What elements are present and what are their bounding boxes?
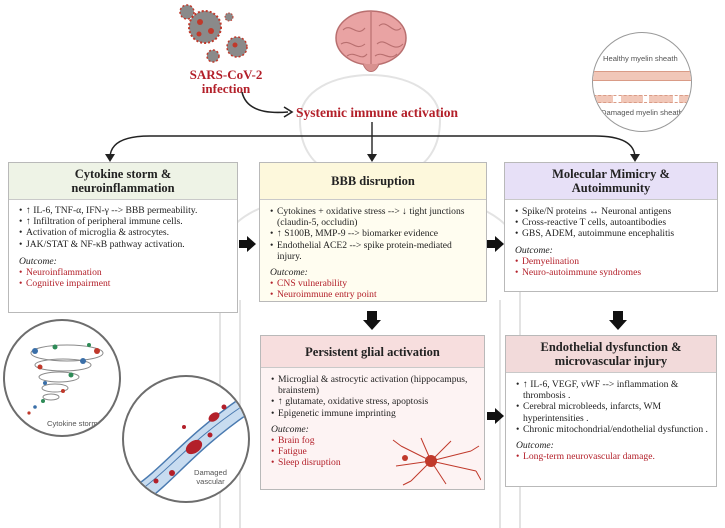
molecular-mimicry-title: Molecular Mimicry &Autoimmunity (505, 163, 717, 200)
outcome-label: Outcome: (515, 244, 553, 256)
glial-activation-title: Persistent glial activation (261, 336, 484, 368)
outcome-label: Outcome: (271, 423, 309, 435)
central-title: Systemic immune activation (296, 105, 458, 120)
outcome-label: Outcome: (19, 255, 57, 267)
bbb-disruption-box: BBB disruption Cytokines + oxidative str… (259, 162, 487, 302)
endothelial-dysfunction-title: Endothelial dysfunction &microvascular i… (506, 336, 716, 373)
damaged-vascular-label: Damaged vascular (194, 468, 227, 486)
list-item: ↑ Infiltration of peripheral immune cell… (19, 216, 229, 227)
cytokine-storm-label: Cytokine storm (47, 419, 98, 428)
list-item: GBS, ADEM, autoimmune encephalitis (515, 228, 709, 239)
outcome-item: Demyelination (515, 256, 709, 267)
outcome-label: Outcome: (516, 440, 554, 452)
brain-icon (335, 10, 407, 72)
list-item: Microglial & astrocytic activation (hipp… (271, 374, 476, 396)
endothelial-dysfunction-box: Endothelial dysfunction &microvascular i… (505, 335, 717, 487)
list-item: ↑ IL-6, VEGF, vWF --> inflammation & thr… (516, 379, 708, 401)
tornado-icon (27, 343, 104, 415)
damaged-vascular-illustration: Damaged vascular (122, 375, 250, 503)
branch-connectors (105, 122, 640, 162)
list-item: Epigenetic immune imprinting (271, 408, 476, 419)
list-item: Chronic mitochondrial/endothelial dysfun… (516, 424, 708, 435)
list-item: ↑ glutamate, oxidative stress, apoptosis (271, 396, 476, 407)
molecular-mimicry-box: Molecular Mimicry &Autoimmunity Spike/N … (504, 162, 718, 292)
damaged-myelin-icon (593, 95, 691, 103)
outcome-item: Cognitive impairment (19, 278, 229, 289)
cytokine-storm-illustration: Cytokine storm (3, 319, 121, 437)
virus-cluster-icon (179, 4, 248, 63)
glial-activation-body: Microglial & astrocytic activation (hipp… (261, 368, 484, 473)
list-item: ↑ S100B, MMP-9 --> biomarker evidence (270, 228, 478, 239)
outcome-item: CNS vulnerability (270, 278, 478, 289)
endothelial-dysfunction-body: ↑ IL-6, VEGF, vWF --> inflammation & thr… (506, 373, 716, 466)
outcome-label: Outcome: (270, 267, 308, 279)
virus-label: SARS-CoV-2 infection (189, 67, 263, 96)
cytokine-storm-box: Cytokine storm &neuroinflammation ↑ IL-6… (8, 162, 238, 313)
list-item: Spike/N proteins ↔ Neuronal antigens (515, 206, 709, 217)
outcome-item: Neuroinflammation (19, 267, 229, 278)
outcome-item: Sleep disruption (271, 457, 476, 468)
bbb-disruption-body: Cytokines + oxidative stress --> ↓ tight… (260, 200, 486, 305)
list-item: Endothelial ACE2 --> spike protein-media… (270, 240, 478, 262)
molecular-mimicry-body: Spike/N proteins ↔ Neuronal antigens Cro… (505, 200, 717, 282)
outcome-item: Fatigue (271, 446, 476, 457)
arrow-down-icon (609, 311, 627, 330)
neuron-icon (392, 437, 481, 486)
outcome-item: Neuroimmune entry point (270, 289, 478, 300)
list-item: ↑ IL-6, TNF-α, IFN-γ --> BBB permeabilit… (19, 205, 229, 216)
damaged-myelin-label: Damaged myelin sheath (601, 108, 683, 117)
cytokine-storm-title: Cytokine storm &neuroinflammation (9, 163, 237, 200)
myelin-sheath-illustration: Healthy myelin sheath Damaged myelin she… (592, 32, 692, 132)
healthy-myelin-icon (593, 71, 691, 81)
outcome-item: Neuro-autoimmune syndromes (515, 267, 709, 278)
list-item: JAK/STAT & NF-κB pathway activation. (19, 239, 229, 250)
list-item: Cytokines + oxidative stress --> ↓ tight… (270, 206, 478, 228)
arrow-right-icon (239, 236, 256, 252)
outcome-item: Long-term neurovascular damage. (516, 451, 708, 462)
cytokine-storm-body: ↑ IL-6, TNF-α, IFN-γ --> BBB permeabilit… (9, 200, 237, 293)
curved-arrow-icon (241, 91, 294, 118)
list-item: Cerebral microbleeds, infarcts, WM hyper… (516, 401, 708, 423)
arrow-down-icon (363, 311, 381, 330)
blood-vessel-icon (132, 395, 248, 501)
outcome-item: Brain fog (271, 435, 476, 446)
healthy-myelin-label: Healthy myelin sheath (603, 54, 678, 63)
arrow-right-icon (487, 408, 504, 424)
bbb-disruption-title: BBB disruption (260, 163, 486, 200)
arrow-right-icon (487, 236, 504, 252)
list-item: Cross-reactive T cells, autoantibodies (515, 217, 709, 228)
glial-activation-box: Persistent glial activation Microglial &… (260, 335, 485, 490)
list-item: Activation of microglia & astrocytes. (19, 227, 229, 238)
